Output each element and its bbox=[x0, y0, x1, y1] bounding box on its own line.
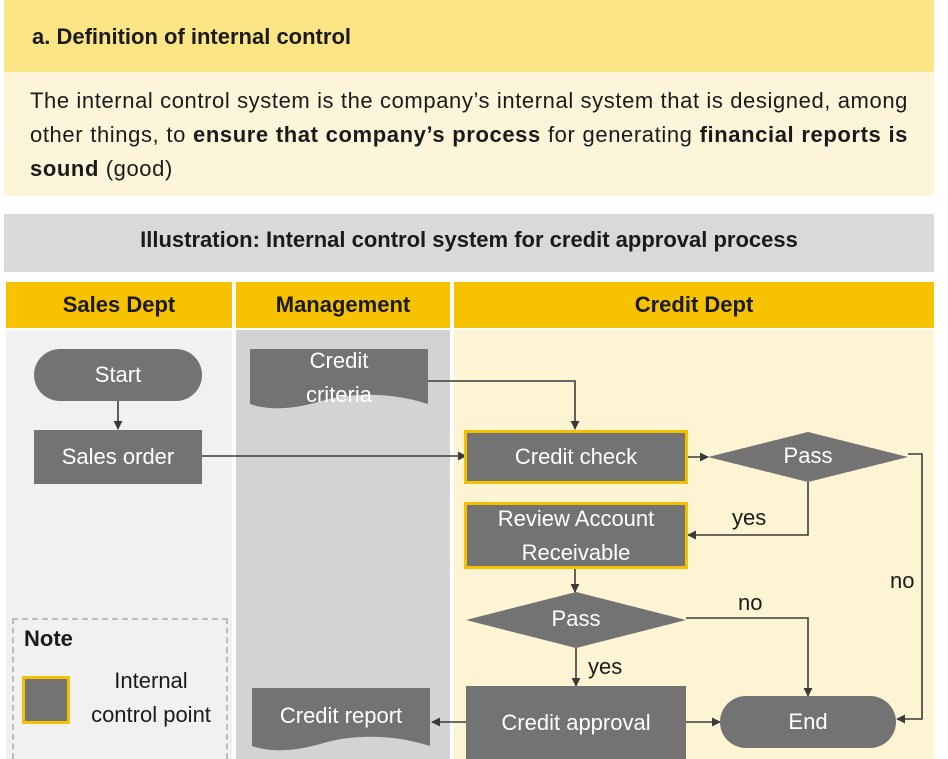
definition-header bbox=[4, 0, 934, 72]
credit-check-node: Credit check bbox=[464, 430, 688, 484]
end-node: End bbox=[720, 696, 896, 748]
credit-approval-node: Credit approval bbox=[466, 686, 686, 759]
edge-label-no-2: no bbox=[738, 590, 763, 615]
credit-criteria-document-shape bbox=[250, 349, 428, 409]
review-ar-line-1: Review Account bbox=[497, 505, 655, 531]
legend-text-line-1: Internal bbox=[114, 668, 188, 693]
edge-pass-1-yes-to-review bbox=[687, 482, 809, 540]
legend-text: Internal control point bbox=[72, 664, 230, 732]
credit-criteria-line-2: criteria bbox=[305, 382, 372, 407]
definition-body bbox=[4, 72, 934, 196]
pass-diamond-1 bbox=[708, 432, 908, 482]
illustration-title: Illustration: Internal control system fo… bbox=[140, 227, 798, 252]
edge-label-yes-2: yes bbox=[588, 654, 623, 679]
definition-title: a. Definition of internal control bbox=[32, 24, 351, 49]
definition-text: The internal control system is the compa… bbox=[30, 84, 908, 186]
legend-box bbox=[12, 618, 228, 759]
sales-order-node: Sales order bbox=[34, 430, 202, 484]
definition-text-part-2: for generating bbox=[540, 122, 700, 147]
pass-diamond-2 bbox=[466, 592, 686, 648]
edge-criteria-to-credit-check bbox=[428, 380, 580, 430]
legend-control-point-swatch bbox=[22, 676, 70, 724]
edge-label-no-1: no bbox=[890, 568, 915, 593]
credit-report-label: Credit report bbox=[279, 703, 403, 728]
definition-text-bold-1: ensure that company’s process bbox=[193, 122, 541, 147]
review-ar-line-2: Receivable bbox=[521, 539, 631, 565]
edge-pass-1-no-to-end bbox=[896, 453, 923, 724]
credit-criteria-line-1: Credit bbox=[309, 348, 369, 373]
definition-text-part-3: (good) bbox=[99, 156, 173, 181]
legend-text-line-2: control point bbox=[91, 702, 211, 727]
edge-pass-2-no-to-end bbox=[686, 617, 813, 697]
illustration-title-bar bbox=[4, 214, 934, 272]
credit-report-document-shape bbox=[252, 688, 430, 751]
edge-label-yes-1: yes bbox=[732, 505, 767, 530]
lane-header-management: Management bbox=[236, 282, 450, 328]
lane-header-credit: Credit Dept bbox=[454, 282, 934, 328]
start-node: Start bbox=[34, 349, 202, 401]
pass-1-label: Pass bbox=[783, 443, 833, 468]
definition-text-part-1: The internal control system is the compa… bbox=[30, 88, 908, 147]
credit-criteria-label: Credit criteria bbox=[250, 344, 428, 412]
legend-title: Note bbox=[24, 626, 73, 651]
review-ar-node: Review Account Receivable bbox=[464, 502, 688, 569]
lane-header-sales: Sales Dept bbox=[6, 282, 232, 328]
pass-2-label: Pass bbox=[551, 606, 601, 631]
definition-text-bold-2: financial reports is sound bbox=[30, 122, 908, 181]
